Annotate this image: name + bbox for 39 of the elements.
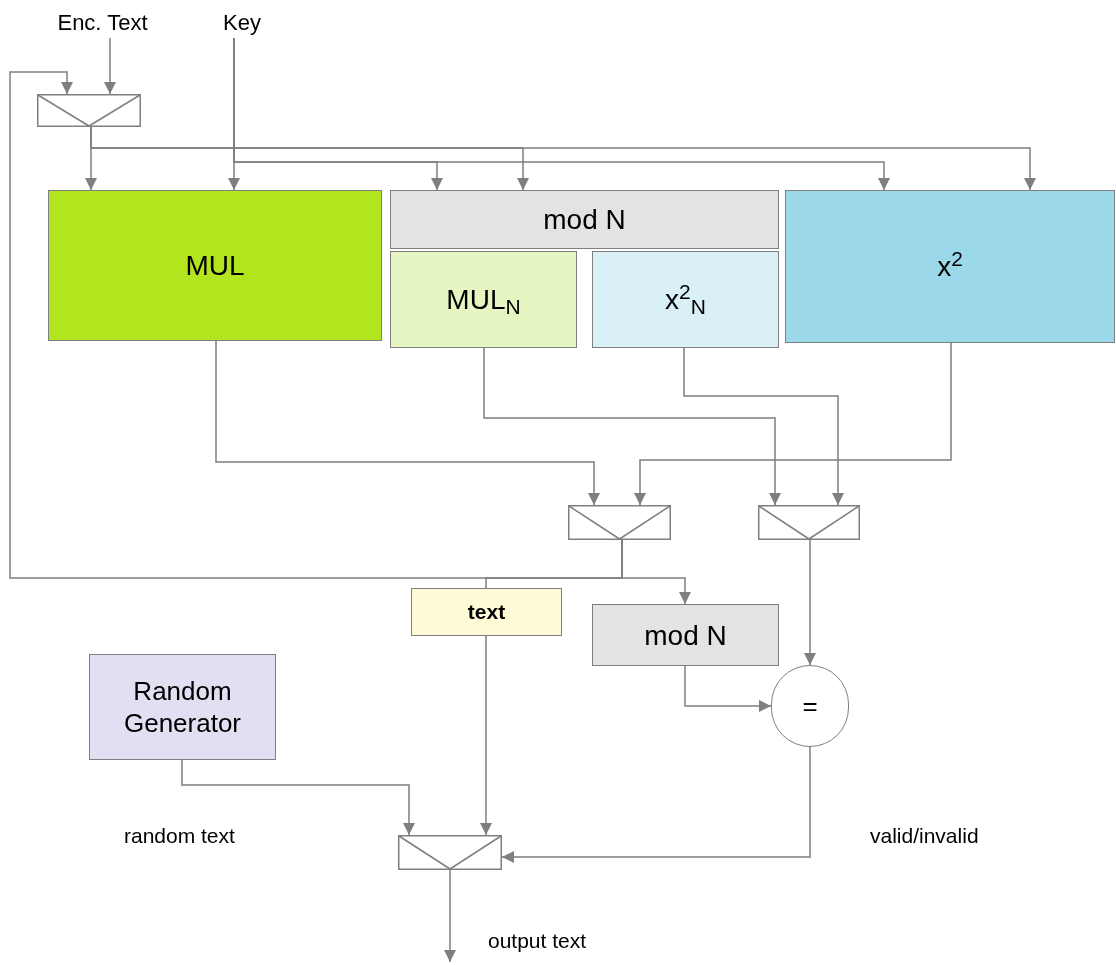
arrow [683, 347, 844, 506]
multiplexer-symbol [568, 505, 671, 540]
arrow [634, 342, 952, 506]
arrow [483, 347, 781, 506]
process-box [89, 654, 276, 760]
arrow [104, 37, 116, 95]
process-box [390, 251, 577, 348]
process-box [785, 190, 1115, 343]
process-box [48, 190, 382, 341]
node-label: text [467, 598, 506, 625]
signal-label: output text [488, 928, 587, 954]
node-label: mod N [644, 618, 727, 653]
signal-label: valid/invalid [870, 823, 979, 849]
signal-label: random text [124, 823, 235, 849]
multiplexer-symbol [758, 505, 860, 540]
arrow [181, 759, 415, 836]
arrow [621, 539, 691, 605]
input-label: Enc. Text [57, 9, 148, 37]
node-label: MUL$_{N}$ [446, 283, 521, 317]
input-label: Key [223, 9, 261, 37]
arrow [684, 665, 772, 712]
arrow [90, 126, 1036, 191]
node-label: mod N [543, 203, 626, 237]
process-box [592, 604, 779, 666]
process-box [411, 588, 562, 636]
node-label: = [802, 689, 818, 723]
arrow [233, 37, 890, 191]
process-box [390, 190, 779, 249]
arrow [215, 340, 600, 506]
node-label: MUL [185, 249, 245, 283]
arrow [501, 746, 811, 863]
multiplexer-symbol [37, 94, 141, 127]
arrow [804, 539, 816, 666]
multiplexer-symbol [398, 835, 502, 870]
process-box [592, 251, 779, 348]
node-label: x$^{2}$ [937, 249, 963, 284]
arrow [480, 635, 492, 836]
node-label: Random Generator [122, 674, 243, 740]
arrow [444, 869, 456, 963]
